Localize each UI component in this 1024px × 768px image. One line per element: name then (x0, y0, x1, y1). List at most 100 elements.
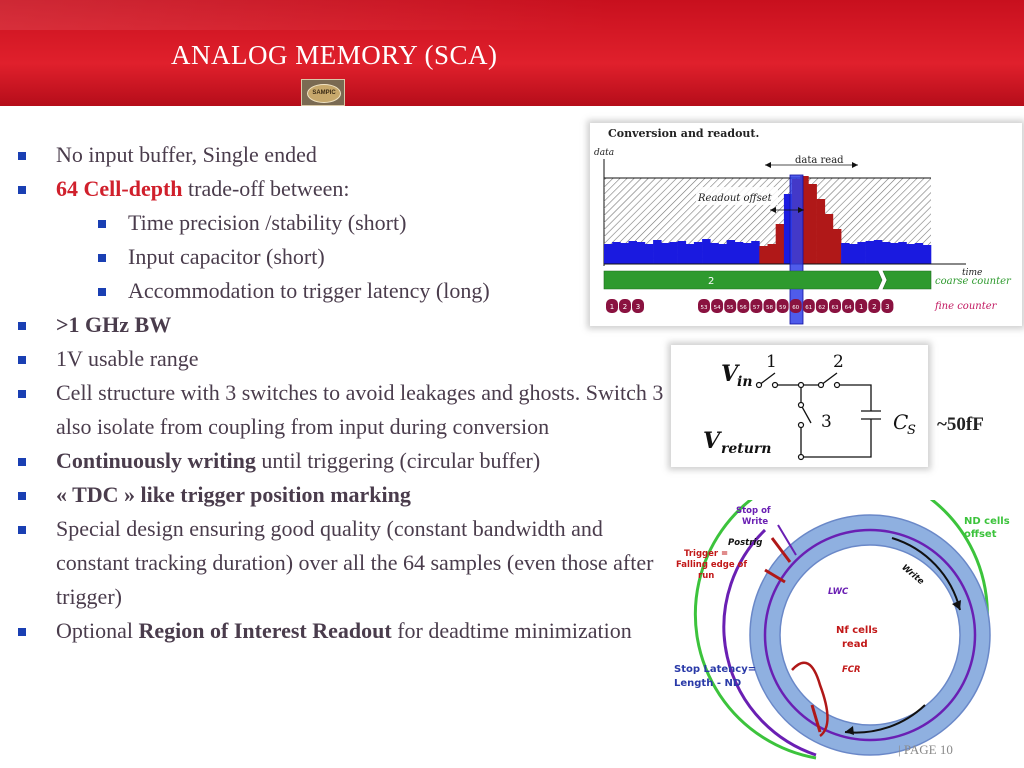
readout-offset-label: Readout offset (697, 193, 773, 204)
bullet-text: Region of Interest Readout (138, 618, 392, 643)
trigger-label-1: Trigger = (684, 549, 728, 559)
bullet-square-icon (18, 322, 26, 330)
sub-bullet-item: Input capacitor (short) (18, 240, 668, 274)
coarse-counter-label: coarse counter (935, 276, 1012, 287)
write-arrowhead (952, 600, 961, 610)
sample-bar (898, 242, 907, 264)
bullet-item: « TDC » like trigger position marking (18, 478, 668, 512)
bullet-text: for deadtime minimization (391, 618, 632, 643)
bullet-text: Special design ensuring good quality (co… (56, 516, 654, 609)
readout-figure: Conversion and readout. data time data r… (590, 123, 1022, 326)
slide-header (0, 0, 1024, 106)
coarse-counter-bar (603, 270, 932, 290)
sub-bullet-item: Accommodation to trigger latency (long) (18, 274, 668, 308)
fine-counter-value: 2 (872, 303, 876, 311)
fine-counter-value: 56 (740, 305, 747, 311)
sample-bar (653, 240, 662, 264)
sample-bar (832, 229, 842, 264)
bullet-square-icon (18, 152, 26, 160)
sample-bar (620, 243, 629, 264)
fine-counter-value: 54 (714, 305, 721, 311)
bullet-item: >1 GHz BW (18, 308, 668, 342)
sample-bar (604, 244, 613, 264)
vin-subscript: in (737, 374, 753, 390)
bullet-text: Optional (56, 618, 139, 643)
vreturn-label: V (703, 428, 722, 454)
sample-bar (816, 199, 826, 264)
bullet-square-icon (18, 526, 26, 534)
switch-3-label: 3 (821, 412, 832, 432)
fine-counter-cell (855, 299, 868, 313)
bullet-square-icon (18, 628, 26, 636)
bullet-text: Cell structure with 3 switches to avoid … (56, 380, 664, 439)
bullet-item: Cell structure with 3 switches to avoid … (18, 376, 668, 444)
bullet-text: Continuously writing (56, 448, 256, 473)
write-arrow-arc (891, 537, 961, 611)
sample-bar (628, 241, 637, 264)
sample-bar (759, 246, 768, 264)
sample-bar (612, 242, 621, 264)
sample-bar (767, 244, 776, 264)
switch-1-label: 1 (766, 352, 777, 372)
bullet-square-icon (98, 288, 106, 296)
fine-counter-value: 1 (859, 303, 863, 311)
bullet-item: Continuously writing until triggering (c… (18, 444, 668, 478)
readout-title: Conversion and readout. (608, 127, 759, 140)
fine-counter-cell (750, 299, 763, 313)
circuit-svg: V in V return 1 2 3 C S (703, 352, 916, 461)
bullet-square-icon (98, 254, 106, 262)
sample-bar (890, 243, 899, 264)
page-number: | PAGE 10 (898, 742, 953, 757)
stop-latency-label-2: Length - ND (674, 678, 741, 689)
ring-buffer-figure: Stop of Write Postrig Trigger = Falling … (674, 500, 1010, 760)
sub-bullet-item: Time precision /stability (short) (18, 206, 668, 240)
fine-counter-value: 64 (845, 305, 852, 311)
fine-counter-value: 62 (818, 305, 825, 311)
data-read-label: data read (795, 155, 844, 166)
trigger-marker-line (764, 568, 786, 584)
nf-cells-label-2: read (842, 639, 868, 650)
fine-counter-value: 57 (753, 305, 760, 311)
bullet-square-icon (18, 356, 26, 364)
sample-bar (669, 242, 678, 264)
fine-counter-value: 2 (623, 303, 627, 311)
fine-counter-cell (829, 299, 841, 313)
cap-subscript: S (907, 423, 916, 438)
bullet-square-icon (18, 458, 26, 466)
ring-inner (779, 544, 961, 726)
postrig-marker (777, 524, 797, 556)
bullet-text: No input buffer, Single ended (56, 142, 317, 167)
stop-of-write-label-1: Stop of (736, 506, 771, 516)
fine-counter-value: 53 (701, 305, 708, 311)
bullet-square-icon (18, 492, 26, 500)
sample-bar (734, 242, 744, 264)
stop-latency-arc (722, 528, 817, 757)
nd-cells-label-1: ND cells (964, 516, 1010, 527)
vreturn-subscript: return (721, 441, 771, 457)
fine-counter-value: 3 (885, 303, 889, 311)
bullet-item: Optional Region of Interest Readout for … (18, 614, 668, 648)
fine-counter-cell (763, 299, 776, 313)
fine-counter-cell (776, 299, 789, 313)
circuit-figure: V in V return 1 2 3 C S (671, 345, 928, 467)
nf-cells-curve (791, 661, 829, 738)
ring-track (763, 528, 977, 742)
fine-counter-cell (789, 299, 802, 313)
nf-cells-label-1: Nf cells (836, 625, 878, 636)
bullet-item: No input buffer, Single ended (18, 138, 668, 172)
nd-cells-label-2: offset (964, 529, 997, 540)
fine-counter-cell (881, 299, 894, 313)
sample-bar (693, 242, 703, 264)
lwc-label: LWC (828, 587, 849, 597)
fine-counter-cell (698, 299, 710, 313)
sample-bar (718, 244, 727, 264)
bullet-square-icon (18, 186, 26, 194)
stop-of-write-label-2: Write (742, 517, 768, 527)
sample-bar (808, 184, 817, 264)
bullet-text: until triggering (circular buffer) (255, 448, 541, 473)
bullet-text: Time precision /stability (short) (128, 210, 407, 235)
sample-bar (873, 240, 883, 264)
fine-counter-label: fine counter (934, 301, 998, 312)
sample-bar (800, 176, 809, 264)
sample-bar (914, 243, 924, 264)
